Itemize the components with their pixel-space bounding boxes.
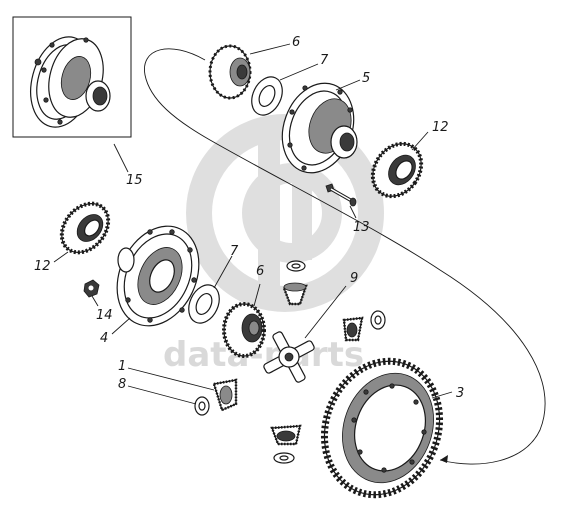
callout-7-top: 7: [320, 53, 329, 68]
leader-12a: [411, 131, 429, 151]
watermark-text: data-parts: [163, 335, 364, 375]
pinion-gear-right: [342, 316, 364, 342]
side-gear-top: [208, 44, 252, 100]
leader-4: [111, 317, 131, 335]
pinion-washer-bottom: [273, 452, 295, 464]
callout-15: 15: [126, 173, 143, 188]
callout-3: 3: [456, 386, 464, 401]
leader-12b: [53, 251, 69, 263]
callout-12-left: 12: [34, 259, 51, 274]
thrust-washer-mid: [188, 284, 220, 324]
bearing-right: [370, 141, 424, 199]
leader-5: [335, 79, 361, 91]
callout-9: 9: [350, 271, 358, 286]
differential-case-half-left: [116, 225, 200, 327]
pinion-gear-upper: [282, 282, 308, 306]
callout-8: 8: [118, 377, 126, 392]
leader-8: [127, 385, 197, 405]
callout-1: 1: [118, 359, 126, 374]
leader-14: [91, 295, 99, 307]
leader-7a: [279, 63, 319, 81]
side-gear-mid: [222, 302, 266, 358]
nut: [83, 279, 100, 298]
bolt: [325, 183, 357, 207]
differential-assembly-inset: [30, 36, 111, 128]
leader-6b: [253, 283, 261, 307]
pinion-gear-bottom: [270, 424, 302, 446]
leader-13: [349, 205, 357, 219]
assembly-path-line: [144, 48, 546, 465]
assembly-path-arrow: [440, 455, 448, 463]
pinion-gear-lower-left: [212, 378, 238, 412]
bearing-left: [59, 201, 111, 255]
leader-1: [127, 367, 215, 391]
leader-9: [304, 285, 347, 339]
callout-7-mid: 7: [230, 244, 239, 259]
callout-6-top: 6: [292, 35, 300, 50]
thrust-washer-top: [251, 76, 283, 116]
callout-4: 4: [100, 331, 108, 346]
pinion-washer-lower-left: [194, 396, 210, 416]
callout-14: 14: [96, 308, 113, 323]
leader-3: [431, 391, 453, 399]
leader-7b: [213, 255, 233, 289]
leader-6a: [249, 43, 291, 55]
callout-12-right: 12: [432, 120, 449, 135]
leader-15: [113, 143, 129, 173]
differential-case-half-top: [281, 82, 358, 174]
callout-6-mid: 6: [256, 264, 264, 279]
pinion-washer-right: [370, 310, 386, 330]
callout-5: 5: [362, 71, 370, 86]
spider-cross: [263, 331, 315, 383]
pinion-washer-upper: [286, 260, 306, 272]
ring-gear: [320, 357, 444, 499]
callout-13: 13: [353, 220, 370, 235]
